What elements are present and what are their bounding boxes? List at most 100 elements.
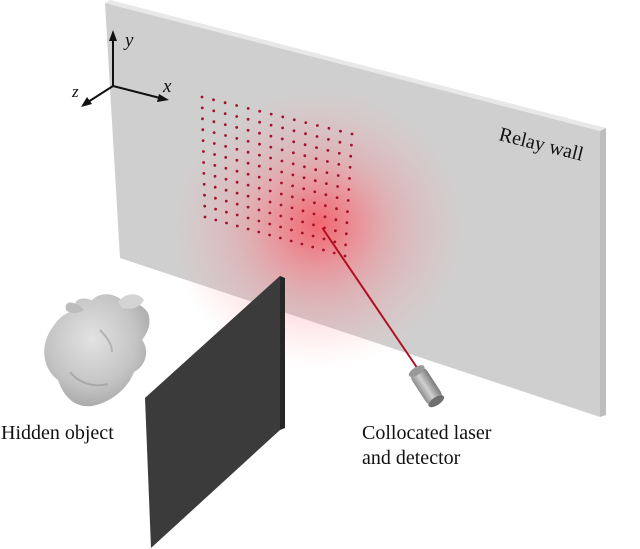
scan-point	[347, 188, 351, 191]
scan-point	[257, 230, 261, 234]
scan-point	[214, 196, 217, 200]
scan-point	[203, 193, 206, 197]
z-axis-arrowhead	[81, 97, 92, 107]
scan-point	[214, 207, 218, 211]
scan-point	[337, 151, 341, 155]
scan-point	[235, 115, 239, 118]
scan-point	[235, 191, 239, 195]
scan-point	[325, 182, 328, 186]
scan-point	[280, 137, 284, 141]
scan-point	[224, 199, 228, 203]
scan-point	[235, 213, 239, 217]
scan-point	[313, 190, 317, 194]
y-axis-label: y	[123, 30, 134, 51]
hidden-object-bunny	[44, 294, 150, 407]
scan-point	[323, 215, 327, 219]
scan-point	[257, 175, 261, 179]
scan-point	[327, 126, 331, 130]
scan-point	[303, 165, 306, 169]
x-axis-label: x	[162, 76, 172, 97]
scan-point	[315, 135, 319, 138]
scan-point	[212, 131, 216, 135]
scan-point	[202, 161, 206, 164]
scan-point	[224, 145, 228, 148]
scan-point	[291, 184, 294, 188]
scan-point	[292, 129, 296, 133]
scan-point	[311, 245, 315, 249]
scan-point	[290, 217, 294, 221]
scan-point	[336, 174, 340, 177]
scan-point	[280, 181, 283, 185]
scan-point	[246, 205, 250, 209]
x-axis	[112, 85, 161, 99]
scan-point	[223, 101, 227, 105]
y-axis-arrowhead	[109, 30, 117, 41]
scan-point	[235, 180, 239, 184]
scan-point	[235, 104, 239, 107]
device-label-line2: and detector	[362, 447, 461, 469]
scan-point	[224, 188, 228, 192]
scan-point	[213, 174, 217, 178]
scan-point	[268, 211, 272, 215]
scan-point	[304, 121, 308, 124]
scan-point-grid	[200, 95, 354, 258]
scan-point	[322, 248, 325, 252]
scan-point	[279, 225, 282, 229]
scan-point	[258, 109, 262, 113]
scan-point	[235, 126, 239, 129]
scan-point	[292, 118, 296, 122]
scan-point	[268, 200, 272, 204]
scan-point	[280, 159, 284, 163]
scan-point	[339, 129, 342, 133]
scan-point	[246, 183, 250, 187]
z-axis	[87, 85, 114, 103]
scan-point	[316, 124, 319, 127]
scan-point	[313, 179, 317, 183]
hidden-object-label: Hidden object	[1, 422, 114, 444]
relay-wall-top-edge	[105, 0, 606, 131]
scan-point	[203, 215, 207, 219]
scan-point	[212, 120, 216, 124]
laser-beam	[320, 225, 421, 373]
scan-point	[289, 239, 293, 243]
scan-point	[201, 139, 205, 143]
scan-point	[303, 154, 307, 158]
scan-point	[269, 156, 272, 160]
scan-point	[314, 168, 318, 172]
scan-point	[343, 254, 347, 258]
scan-point	[280, 148, 284, 152]
scan-point	[325, 171, 329, 175]
scan-point	[246, 194, 250, 198]
scan-point	[235, 224, 239, 228]
x-axis-arrowhead	[157, 94, 169, 102]
scan-point	[348, 165, 352, 169]
occluder-panel	[145, 276, 285, 548]
scan-point	[214, 218, 218, 222]
scan-point	[258, 131, 261, 135]
scan-point	[334, 218, 338, 222]
scan-point	[213, 185, 217, 189]
scan-point	[313, 201, 316, 205]
scan-point	[269, 112, 273, 116]
scan-point	[291, 162, 295, 166]
scan-point	[212, 142, 216, 145]
scan-point	[246, 107, 250, 110]
z-axis-label: z	[71, 82, 79, 101]
scan-point	[202, 172, 206, 175]
scan-point	[201, 117, 204, 121]
scan-point	[258, 153, 261, 157]
scan-point	[246, 216, 250, 220]
device-label-line1: Collocated laser	[362, 422, 492, 444]
occluder-side-edge	[280, 276, 285, 430]
laser-detector-device	[408, 365, 445, 408]
scan-point	[311, 234, 315, 238]
scan-point	[324, 204, 327, 208]
scan-point	[213, 164, 217, 167]
scan-point	[257, 186, 261, 190]
scan-point	[224, 156, 228, 159]
scan-point	[344, 243, 347, 247]
scan-point	[312, 212, 316, 216]
scan-point	[246, 128, 250, 132]
scan-point	[224, 166, 228, 170]
